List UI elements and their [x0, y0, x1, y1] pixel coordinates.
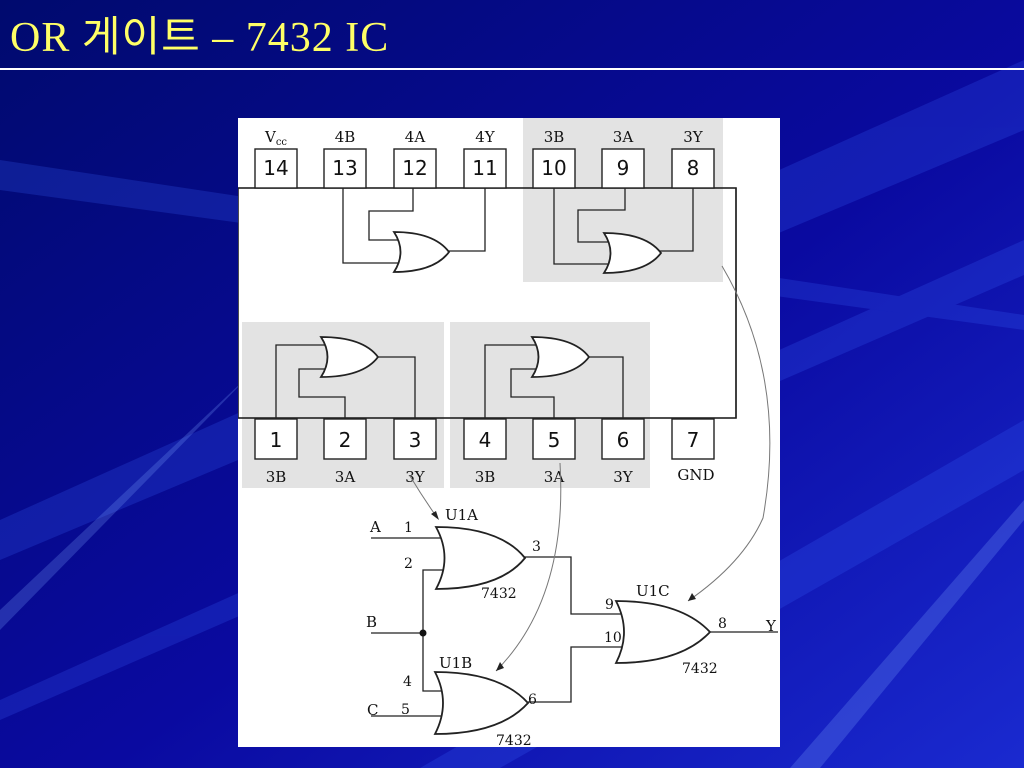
- or-gate-u1c: [614, 600, 712, 664]
- top-pin-numbers: 14 13 12 11 10 9 8: [263, 156, 699, 180]
- pin-6: [601, 418, 645, 460]
- u1c-part: 7432: [682, 661, 718, 677]
- pin-label-6: 3Y: [613, 468, 634, 486]
- pin-number-7: 7: [687, 428, 700, 452]
- pin-number-11: 11: [472, 156, 497, 180]
- input-b-label: B: [366, 613, 377, 631]
- u1c-pin-10: 10: [604, 630, 622, 646]
- pin-label-10: 3B: [544, 128, 565, 146]
- pin-number-4: 4: [479, 428, 492, 452]
- pin-number-12: 12: [402, 156, 427, 180]
- input-a-label: A: [369, 518, 381, 536]
- or-gate-u1b: [433, 671, 530, 735]
- pin-label-2: 3A: [335, 468, 356, 486]
- u1c-ref: U1C: [636, 582, 670, 600]
- pin-label-1: 3B: [266, 468, 287, 486]
- pin-7: [671, 418, 715, 460]
- or-gate-symbol-bottom-mid: [530, 336, 591, 378]
- u1c-pin-8: 8: [718, 616, 727, 632]
- u1c-pin-9: 9: [605, 597, 614, 613]
- pin-number-5: 5: [548, 428, 561, 452]
- pin-number-13: 13: [332, 156, 357, 180]
- title-divider: [0, 68, 1024, 70]
- bottom-pins: [254, 418, 715, 460]
- or-gate-symbol-top-left: [392, 231, 451, 273]
- u1b-part: 7432: [496, 733, 532, 747]
- pin-12: [393, 148, 437, 189]
- arrow-to-u1b: [495, 462, 562, 672]
- pin-number-14: 14: [263, 156, 288, 180]
- pin-11: [463, 148, 507, 189]
- pin-label-8: 3Y: [683, 128, 704, 146]
- schematic-or-gates: [433, 526, 712, 735]
- u1a-pin-2: 2: [404, 556, 413, 572]
- u1a-pin-1: 1: [404, 520, 413, 536]
- pin-label-12: 4A: [405, 128, 426, 146]
- output-y-label: Y: [765, 617, 777, 635]
- u1b-pin-4: 4: [403, 674, 412, 690]
- pin-9: [601, 148, 645, 189]
- pin-13: [323, 148, 367, 189]
- pin-number-6: 6: [617, 428, 630, 452]
- ic-7432-diagram: Vcc 4B 4A 4Y 3B 3A 3Y 14 13 12 11 10 9 8: [238, 118, 778, 747]
- pin-label-7: GND: [677, 466, 714, 484]
- pin-5: [532, 418, 576, 460]
- or-gate-symbol-top-right: [602, 232, 663, 274]
- internal-wiring: [275, 188, 737, 419]
- slide-title: OR 게이트 – 7432 IC: [10, 15, 390, 61]
- background-streaks-bright: [0, 120, 1024, 768]
- u1b-pin-6: 6: [528, 692, 537, 708]
- bottom-pin-numbers: 1 2 3 4 5 6 7: [270, 428, 700, 452]
- pin-number-2: 2: [339, 428, 352, 452]
- u1b-ref: U1B: [439, 654, 472, 672]
- pin-2: [323, 418, 367, 460]
- pin-label-4: 3B: [475, 468, 496, 486]
- pin-label-11: 4Y: [475, 128, 496, 146]
- pin-3: [393, 418, 437, 460]
- or-gate-u1a: [434, 526, 527, 590]
- ic-diagram-panel: Vcc 4B 4A 4Y 3B 3A 3Y 14 13 12 11 10 9 8: [238, 118, 780, 747]
- vcc-label: Vcc: [264, 128, 287, 148]
- or-gate-symbol-bottom-left: [319, 336, 380, 378]
- schematic-wiring: [371, 537, 778, 717]
- u1b-pin-5: 5: [401, 702, 410, 718]
- pin-number-3: 3: [409, 428, 422, 452]
- pin-label-13: 4B: [335, 128, 356, 146]
- internal-or-gates: [319, 231, 663, 378]
- pin-number-1: 1: [270, 428, 283, 452]
- u1a-ref: U1A: [445, 506, 478, 524]
- pin-label-5: 3A: [544, 468, 565, 486]
- top-pin-labels: Vcc 4B 4A 4Y 3B 3A 3Y: [264, 128, 704, 148]
- pin-label-3: 3Y: [405, 468, 426, 486]
- bottom-pin-labels: 3B 3A 3Y 3B 3A 3Y GND: [266, 466, 715, 486]
- u1a-part: 7432: [481, 586, 517, 602]
- pin-number-9: 9: [617, 156, 630, 180]
- pin-number-10: 10: [541, 156, 566, 180]
- pin-10: [532, 148, 576, 189]
- input-c-label: C: [367, 701, 378, 719]
- arrow-heads: [431, 511, 696, 671]
- pin-number-8: 8: [687, 156, 700, 180]
- schematic-labels: A B C Y 1 2 3 U1A 7432 4 5 6 U1B 7432 9 …: [366, 506, 777, 747]
- u1a-pin-3: 3: [532, 539, 541, 555]
- pin-1: [254, 418, 298, 460]
- pin-14: [254, 148, 298, 189]
- pin-label-9: 3A: [613, 128, 634, 146]
- junction-dot: [419, 629, 427, 637]
- arrow-to-u1c: [687, 265, 771, 602]
